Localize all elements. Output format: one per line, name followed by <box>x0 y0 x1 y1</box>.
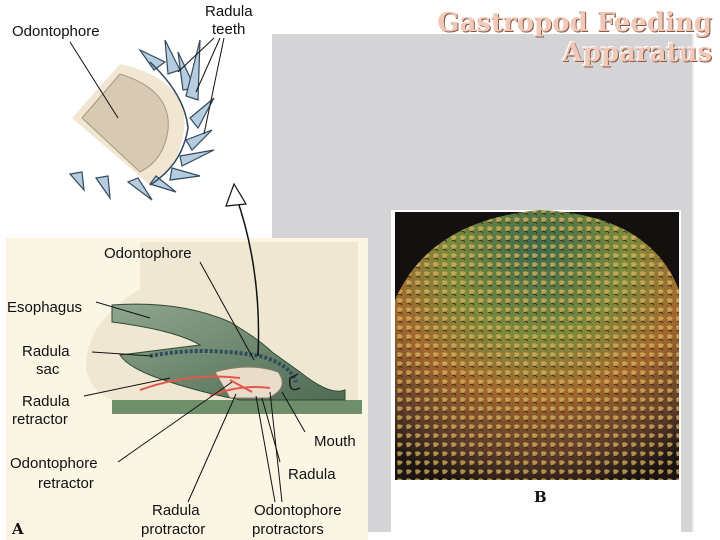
zoom-arrow-head <box>225 182 248 207</box>
inset-odontophore-detail: Odontophore Radula teeth <box>0 0 272 238</box>
label-esophagus: Esophagus <box>7 299 82 316</box>
label-radula: Radula <box>288 466 336 483</box>
panel-a-section-diagram: Odontophore Esophagus Radula sac Radula … <box>6 238 368 540</box>
slide-title: Gastropod Feeding Apparatus <box>437 8 712 68</box>
substrate <box>112 400 362 414</box>
label-odontophore-protractors-2: protractors <box>252 521 324 538</box>
label-odontophore-retractor-1: Odontophore <box>10 455 98 472</box>
label-radula-sac-1: Radula <box>22 343 70 360</box>
zoom-arrow <box>235 195 260 357</box>
radula-band <box>149 61 189 186</box>
inset-label-teeth: teeth <box>212 21 245 38</box>
inset-label-radula: Radula <box>205 3 253 20</box>
title-line-1: Gastropod Feeding <box>437 8 712 38</box>
label-odontophore: Odontophore <box>104 245 192 262</box>
panel-b-letter: B <box>534 488 547 506</box>
inset-leader-lines <box>69 37 225 135</box>
label-radula-protractor-2: protractor <box>141 521 205 538</box>
odontophore-cartilage-inner <box>81 73 169 173</box>
panel-a-leader-lines <box>83 261 306 503</box>
mouth-arrow <box>288 373 301 391</box>
label-radula-retractor-2: retractor <box>12 411 68 428</box>
radula-ribbon <box>149 349 298 383</box>
label-odontophore-retractor-2: retractor <box>38 475 94 492</box>
label-radula-retractor-1: Radula <box>22 393 70 410</box>
inset-label-odontophore: Odontophore <box>12 23 100 40</box>
label-mouth: Mouth <box>314 433 356 450</box>
panel-a-letter: A <box>11 520 24 538</box>
label-odontophore-protractors-1: Odontophore <box>254 502 342 519</box>
radula-teeth-rows <box>395 210 679 480</box>
title-line-2: Apparatus <box>562 38 712 68</box>
label-radula-sac-2: sac <box>36 361 60 378</box>
panel-b-micrograph: B <box>391 210 681 532</box>
label-radula-protractor-1: Radula <box>152 502 200 519</box>
